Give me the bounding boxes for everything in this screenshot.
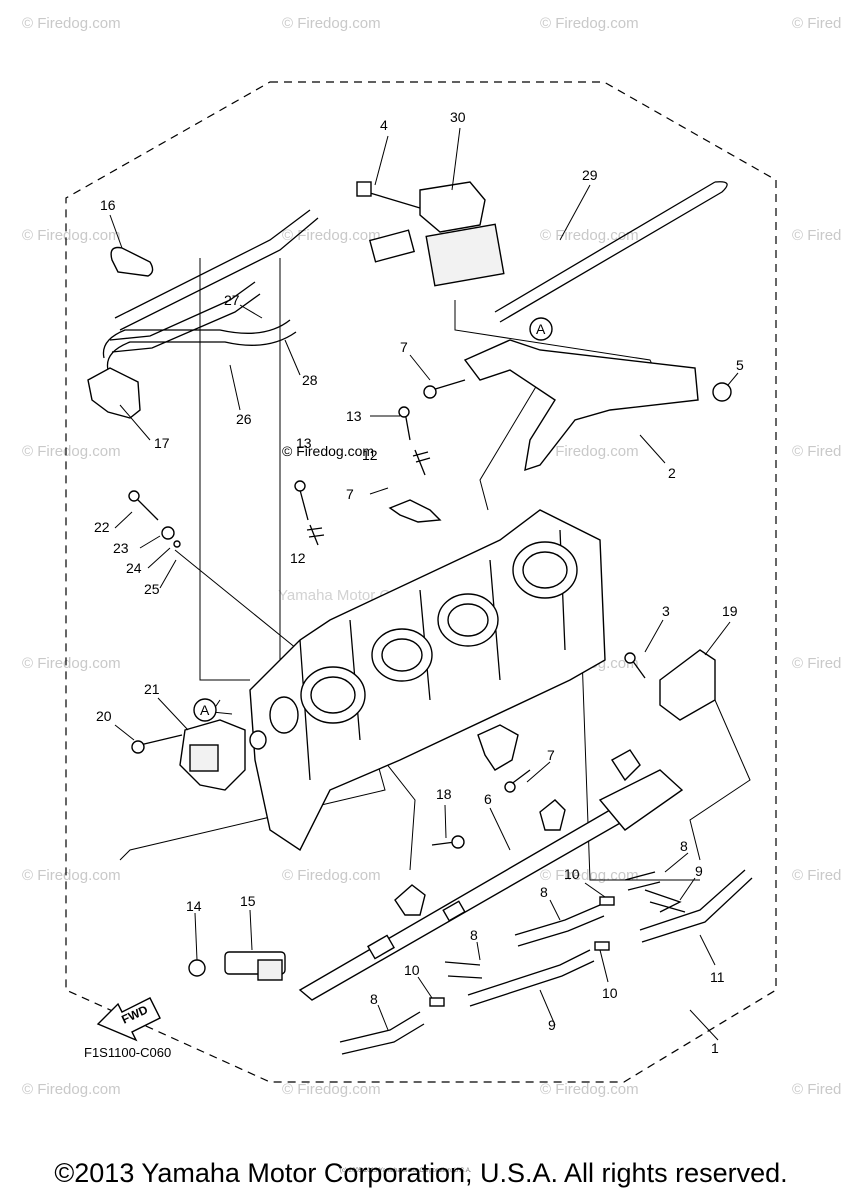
callout-labels: 4 30 29 16 27 28 26 17 7 5 13 13 12 7 2 … [94, 109, 744, 1056]
callout-label: 20 [96, 708, 112, 724]
callout-label: 7 [346, 486, 354, 502]
callout-label: 3 [662, 603, 670, 619]
watermark-text: © Firedog.com [792, 443, 842, 460]
watermark-text: © Firedog.com [282, 227, 381, 244]
callout-label: 7 [547, 747, 555, 763]
tiny-copyright: (c) 2005-2015 Yamaha Motor Corporation, … [340, 1168, 472, 1174]
watermark-text: © Firedog.com [22, 227, 121, 244]
callout-label: 11 [710, 969, 725, 985]
diagram-code: F1S1100-C060 [84, 1045, 171, 1060]
fwd-arrow-icon: FWD [96, 997, 161, 1042]
bracket-2 [463, 339, 699, 472]
callout-label: 1 [711, 1040, 719, 1056]
callout-label: 13 [346, 408, 362, 424]
screw-22-assembly [128, 490, 181, 548]
callout-label: 16 [100, 197, 116, 213]
callout-label: 8 [540, 884, 548, 900]
watermark-text: © Firedog.com [22, 15, 121, 32]
watermark-text: © Firedog.com [540, 443, 639, 460]
assembly-boundary [65, 81, 777, 1083]
callout-label: 12 [362, 447, 378, 463]
hoses-26-27-28 [102, 209, 319, 371]
callout-label: 28 [302, 372, 318, 388]
callout-leaders [109, 127, 739, 1041]
hoses-lower [339, 869, 753, 1055]
watermark-text: © Firedog.com [792, 867, 842, 884]
valve-30 [356, 181, 505, 287]
screw-7 [431, 379, 466, 391]
callout-label: 6 [484, 791, 492, 807]
reference-marker-a: A [529, 317, 553, 341]
callout-label: 19 [722, 603, 738, 619]
watermark-text: © Firedog.com [792, 655, 842, 672]
watermark-text: © Firedog.com [282, 1081, 381, 1098]
watermark-text: © Firedog.com [540, 1081, 639, 1098]
callout-label: 2 [668, 465, 676, 481]
callout-label: 4 [380, 117, 388, 133]
bracket-7 [477, 724, 519, 771]
watermark-text: © Firedog.com [282, 867, 381, 884]
svg-text:A: A [200, 702, 210, 718]
callout-label: 24 [126, 560, 142, 576]
clip-16 [110, 246, 154, 277]
callout-label: 10 [404, 962, 420, 978]
screws-springs [294, 406, 442, 546]
callout-label: 25 [144, 581, 160, 597]
callout-label: 15 [240, 893, 256, 909]
hose-29 [494, 181, 728, 323]
callout-label: 26 [236, 411, 252, 427]
callout-label: 22 [94, 519, 110, 535]
callout-label: 18 [436, 786, 452, 802]
callout-label: 30 [450, 109, 466, 125]
nut-5 [712, 382, 732, 402]
callout-label: 8 [470, 927, 478, 943]
callout-label: 9 [695, 863, 703, 879]
watermark-text: © Firedog.com [22, 655, 121, 672]
watermark-text: © Firedog.com [282, 443, 374, 459]
connector-19 [624, 649, 716, 721]
callout-label: 8 [370, 991, 378, 1007]
injector-15 [188, 951, 286, 981]
callout-label: 9 [548, 1017, 556, 1033]
watermark-text: © Firedog.com [792, 227, 842, 244]
callout-label: 10 [602, 985, 618, 1001]
callout-label: 17 [154, 435, 170, 451]
callout-label: 13 [296, 435, 312, 451]
throttle-body [249, 509, 606, 852]
copyright-footer: ©2013 Yamaha Motor Corporation, U.S.A. A… [54, 1158, 788, 1188]
callout-label: 12 [290, 550, 306, 566]
reference-marker-a: A [193, 698, 217, 722]
callout-label: 21 [144, 681, 160, 697]
callout-label: 8 [680, 838, 688, 854]
watermark-text: © Firedog.com [22, 1081, 121, 1098]
watermark-text: © Firedog.com [22, 443, 121, 460]
watermark-text: © Firedog.com [792, 1081, 842, 1098]
callout-label: 29 [582, 167, 598, 183]
watermark-text: © Firedog.com [540, 15, 639, 32]
fuel-rail-6 [298, 749, 684, 1001]
svg-text:A: A [536, 321, 546, 337]
watermark-text: © Firedog.com [22, 867, 121, 884]
screw-18 [431, 841, 456, 846]
holder-17 [87, 367, 141, 419]
watermark-text: © Firedog.com [282, 15, 381, 32]
watermark-text: © Firedog.com [792, 15, 842, 32]
callout-label: 27 [224, 292, 240, 308]
callout-label: 23 [113, 540, 129, 556]
watermark-layer: © Firedog.com © Firedog.com © Firedog.co… [22, 15, 842, 1098]
sensor-21 [131, 719, 267, 791]
callout-label: 14 [186, 898, 202, 914]
callout-label: 7 [400, 339, 408, 355]
callout-label: 10 [564, 866, 580, 882]
callout-label: 5 [736, 357, 744, 373]
